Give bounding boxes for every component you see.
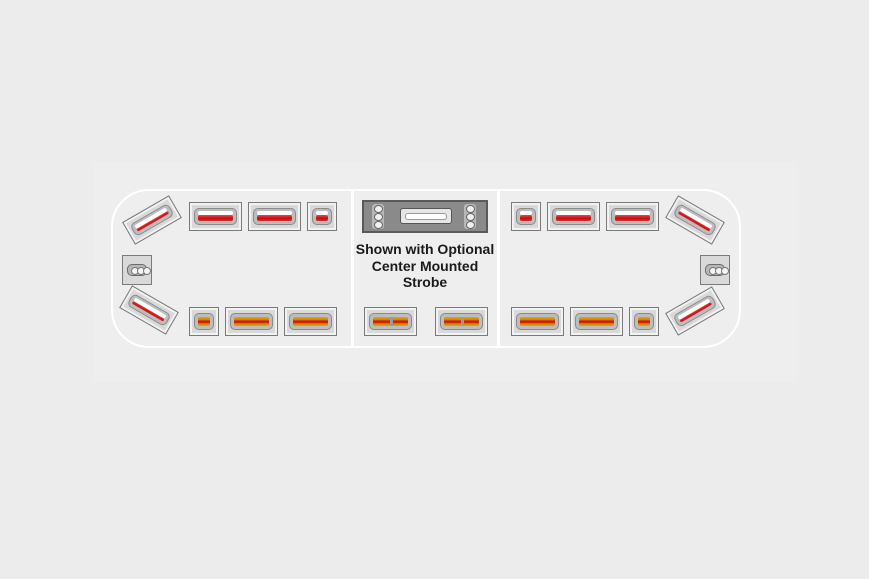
red-lens <box>312 208 332 225</box>
amber-lens <box>369 313 412 330</box>
left-top-module-3 <box>307 202 337 231</box>
right-top-module-2 <box>547 202 600 231</box>
red-lens <box>253 208 296 225</box>
center-bottom-module-right <box>435 307 488 336</box>
red-lens <box>194 208 237 225</box>
amber-lens <box>440 313 483 330</box>
right-bottom-module-1 <box>511 307 564 336</box>
center-strobe-light <box>362 200 488 233</box>
amber-lens <box>634 313 654 330</box>
right-top-module-1 <box>511 202 541 231</box>
left-bottom-module-2 <box>225 307 278 336</box>
right-end-takedown-light <box>700 255 730 285</box>
amber-lens <box>289 313 332 330</box>
right-bottom-module-3 <box>629 307 659 336</box>
caption-line-1: Shown with Optional <box>355 241 495 257</box>
strobe-tube <box>400 208 452 224</box>
caption-line-3: Strobe <box>402 274 448 290</box>
amber-lens <box>230 313 273 330</box>
amber-lens <box>194 313 214 330</box>
led-dot <box>721 267 729 275</box>
red-lens <box>552 208 595 225</box>
amber-lens <box>575 313 618 330</box>
center-bottom-module-left <box>364 307 417 336</box>
amber-lens <box>516 313 559 330</box>
strobe-caption: Shown with Optional Center Mounted Strob… <box>345 241 505 291</box>
strobe-led-cluster-left <box>372 204 384 229</box>
left-bottom-module-3 <box>284 307 337 336</box>
strobe-led-cluster-right <box>464 204 476 229</box>
caption-line-2: Center Mounted <box>371 257 479 274</box>
left-top-module-1 <box>189 202 242 231</box>
section-divider-right <box>497 191 500 346</box>
lightbar-outline <box>111 189 741 348</box>
left-end-takedown-light <box>122 255 152 285</box>
right-top-module-3 <box>606 202 659 231</box>
left-bottom-module-1 <box>189 307 219 336</box>
led-dot <box>143 267 151 275</box>
left-top-module-2 <box>248 202 301 231</box>
red-lens <box>611 208 654 225</box>
red-lens <box>516 208 536 225</box>
section-divider-left <box>351 191 354 346</box>
right-bottom-module-2 <box>570 307 623 336</box>
